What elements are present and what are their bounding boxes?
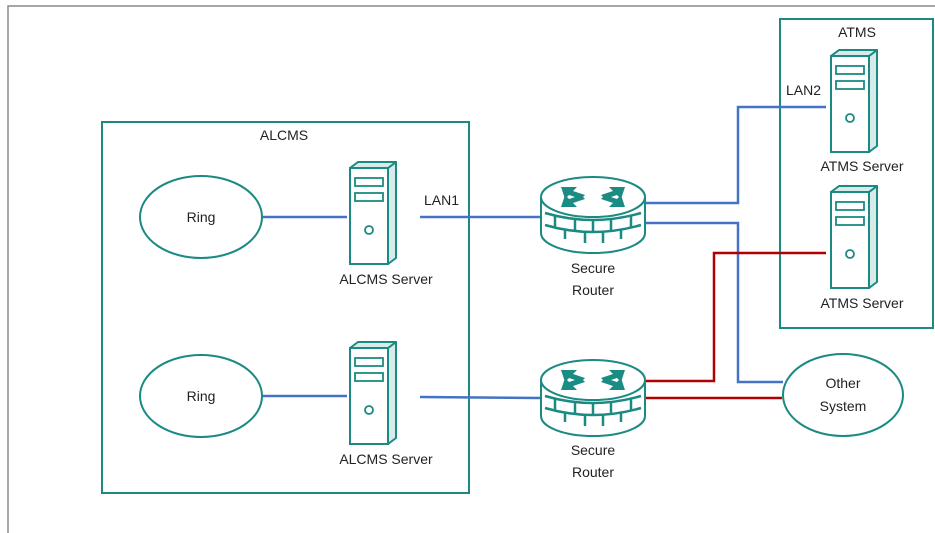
lan2-label: LAN2: [786, 82, 821, 98]
alcms-server-2: ALCMS Server: [339, 341, 433, 467]
other-system-line1: Other: [825, 375, 860, 391]
secure-router-1: Secure Router: [539, 175, 647, 298]
secure-router-1-line2: Router: [572, 282, 614, 298]
atms-server-2: ATMS Server: [821, 185, 904, 311]
atms-server-1: ATMS Server: [821, 49, 904, 174]
router-icon: [539, 358, 647, 438]
ring-2-label: Ring: [187, 388, 216, 404]
secure-router-2-line1: Secure: [571, 442, 616, 458]
atms-server-1-label: ATMS Server: [821, 158, 904, 174]
link-server2-router2: [419, 395, 542, 400]
atms-group-box: [779, 18, 934, 329]
alcms-server-2-label: ALCMS Server: [339, 451, 433, 467]
secure-router-2-line2: Router: [572, 464, 614, 480]
secure-router-1-line1: Secure: [571, 260, 616, 276]
other-system: Other System: [782, 353, 904, 437]
alcms-server-1: ALCMS Server: [339, 161, 433, 287]
link-router2-atms2: [645, 251, 826, 383]
atms-group-title: ATMS: [838, 24, 876, 40]
lan1-label: LAN1: [424, 192, 459, 208]
server-icon: [349, 161, 397, 265]
other-system-line2: System: [820, 398, 867, 414]
secure-router-2: Secure Router: [539, 358, 647, 480]
server-icon: [830, 185, 878, 289]
server-icon: [830, 49, 878, 153]
link-router1-other-system: [645, 221, 783, 384]
ring-1: Ring: [139, 175, 263, 259]
alcms-group-title: ALCMS: [260, 127, 308, 143]
alcms-server-1-label: ALCMS Server: [339, 271, 433, 287]
ring-1-label: Ring: [187, 209, 216, 225]
canvas-frame: [7, 5, 935, 533]
atms-server-2-label: ATMS Server: [821, 295, 904, 311]
link-lan2-router1-atms1: [645, 105, 826, 205]
server-icon: [349, 341, 397, 445]
ring-2: Ring: [139, 354, 263, 438]
router-icon: [539, 175, 647, 255]
alcms-group-box: [101, 121, 470, 494]
